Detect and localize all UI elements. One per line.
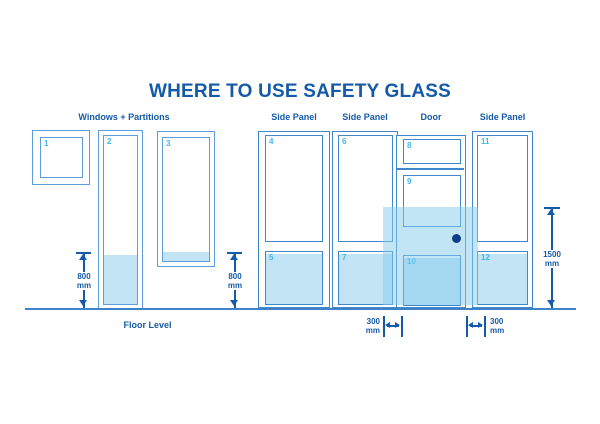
dim-300-right-line [470,325,482,327]
dim-300-left-line [387,325,399,327]
pane-number-3: 3 [166,139,171,148]
arrow-left-icon [385,322,390,328]
dim-300-right-bar2 [484,316,486,337]
arrow-up-icon [230,254,238,260]
safety-zone-highlight [383,207,478,305]
pane-12-glass-highlight [478,254,527,304]
window-3-pane: 3 [162,137,210,262]
section-label-side-panel-b: Side Panel [342,112,388,122]
window-3-frame: 3 [157,131,215,267]
dim-1500-cap [544,207,560,209]
side-panel-a-frame: 4 5 [258,131,330,308]
dim-800-right-label: 800 mm [221,272,249,290]
pane-11: 11 [477,135,528,242]
pane-5-glass-highlight [266,254,322,304]
dim-300-left-bar1 [383,316,385,337]
pane-6: 6 [338,135,393,242]
window-2-glass-highlight [104,255,137,304]
page-title: WHERE TO USE SAFETY GLASS [148,81,451,102]
dim-300-left-bar2 [401,316,403,337]
pane-number-7: 7 [342,253,347,262]
arrow-down-icon [79,300,87,306]
arrow-left-icon [468,322,473,328]
section-label-windows-partitions: Windows + Partitions [78,112,170,122]
dim-300-right-bar1 [466,316,468,337]
pane-8: 8 [403,139,461,164]
dim-800-right-cap [227,252,242,254]
floor-level-label: Floor Level [123,320,172,330]
arrow-down-icon [547,300,555,306]
window-2-pane: 2 [103,135,138,305]
window-3-glass-highlight [163,252,209,261]
pane-number-1: 1 [44,139,49,148]
pane-number-6: 6 [342,137,347,146]
section-label-side-panel-c: Side Panel [479,112,526,122]
window-2-frame: 2 [98,130,143,310]
pane-number-4: 4 [269,137,274,146]
dim-300-right-label: 300 mm [490,317,505,335]
arrow-right-icon [478,322,483,328]
pane-4: 4 [265,135,323,242]
dim-800-left-label: 800 mm [70,272,98,290]
dim-800-left-cap [76,252,91,254]
dim-300-left-label: 300 mm [365,317,380,335]
pane-number-11: 11 [481,137,490,146]
floor-line [25,308,576,310]
section-label-side-panel-a: Side Panel [271,112,317,122]
section-label-door: Door [420,112,442,122]
door-knob-icon [452,234,461,243]
side-panel-c-frame: 11 12 [472,131,533,308]
arrow-down-icon [230,300,238,306]
pane-number-2: 2 [107,137,112,146]
arrow-up-icon [79,254,87,260]
pane-number-12: 12 [481,253,490,262]
pane-12: 12 [477,251,528,305]
dim-1500-label: 1500 mm [536,250,568,268]
window-1-pane: 1 [40,137,83,178]
arrow-up-icon [547,209,555,215]
window-1-frame: 1 [32,130,90,185]
door-rail-divider [397,168,464,170]
pane-number-8: 8 [407,141,412,150]
pane-5: 5 [265,251,323,305]
arrow-right-icon [395,322,400,328]
pane-number-9: 9 [407,177,412,186]
pane-number-5: 5 [269,253,274,262]
